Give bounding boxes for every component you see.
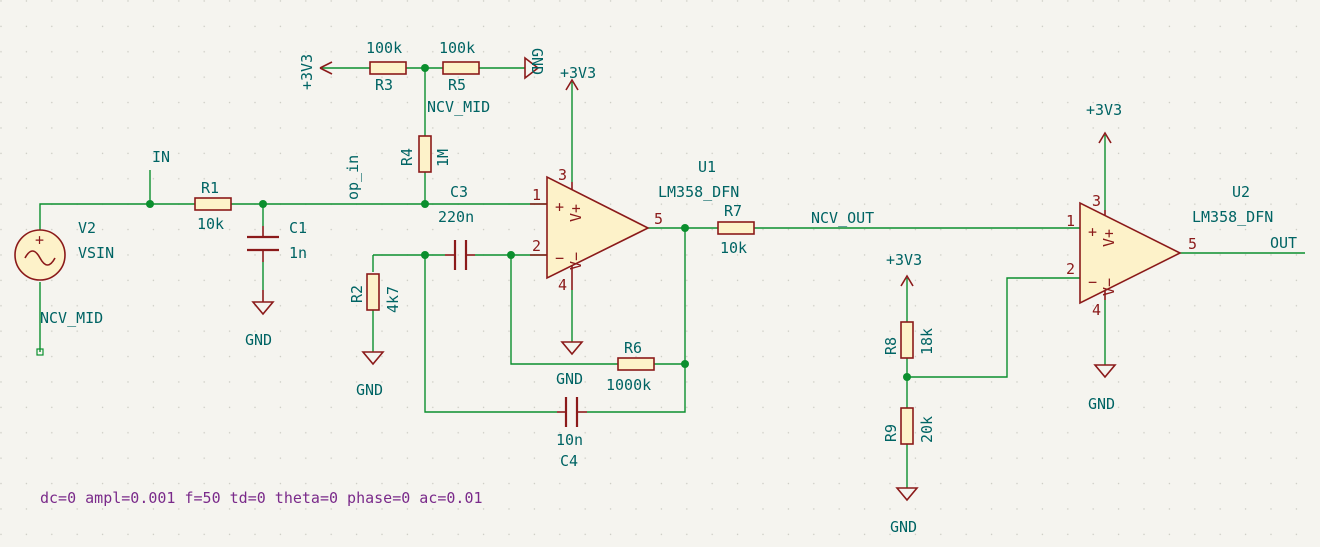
ref-c4: C4 xyxy=(560,452,578,470)
u2-pin3: 3 xyxy=(1092,192,1101,210)
capacitor-c4 xyxy=(557,397,587,427)
opamp-u1 xyxy=(530,175,650,290)
value-r4: 1M xyxy=(434,149,452,167)
power-arrow-3v3-r8 xyxy=(900,274,914,287)
ground-symbol-r2 xyxy=(361,351,385,366)
u1-pin1: 1 xyxy=(532,186,541,204)
resistor-r5 xyxy=(442,61,480,75)
u1-plus-sign: + xyxy=(555,198,564,216)
power-label-gnd-r5: GND xyxy=(528,48,546,75)
unconnected-pin-marker xyxy=(36,348,44,356)
net-label-ncv-mid-top: NCV_MID xyxy=(427,98,490,116)
u1-pin3: 3 xyxy=(558,166,567,184)
power-arrow-3v3-left xyxy=(319,61,333,75)
value-u1: LM358_DFN xyxy=(658,183,739,201)
ref-u1: U1 xyxy=(698,158,716,176)
u1-minus-sign: − xyxy=(555,249,564,267)
value-c1: 1n xyxy=(289,244,307,262)
resistor-r9 xyxy=(900,407,914,445)
power-label-gnd-u2: GND xyxy=(1088,395,1115,413)
sim-directive: dc=0 ampl=0.001 f=50 td=0 theta=0 phase=… xyxy=(40,489,483,507)
ref-r2: R2 xyxy=(348,285,366,303)
u1-vminus-text: V− xyxy=(567,252,585,270)
value-r2: 4k7 xyxy=(384,286,402,313)
value-r8: 18k xyxy=(918,328,936,355)
ref-c3: C3 xyxy=(450,183,468,201)
value-c4: 10n xyxy=(556,431,583,449)
resistor-r2 xyxy=(366,273,380,311)
resistor-r6 xyxy=(617,357,655,371)
value-u2: LM358_DFN xyxy=(1192,208,1273,226)
power-label-gnd-r9: GND xyxy=(890,518,917,536)
u1-vplus-text: V+ xyxy=(567,204,585,222)
u2-minus-sign: − xyxy=(1088,273,1097,291)
value-r9: 20k xyxy=(918,416,936,443)
source-v2: + xyxy=(14,229,66,281)
value-r5: 100k xyxy=(439,39,475,57)
u2-pin1: 1 xyxy=(1066,212,1075,230)
ref-u2: U2 xyxy=(1232,183,1250,201)
ref-r1: R1 xyxy=(201,179,219,197)
value-c3: 220n xyxy=(438,208,474,226)
value-r3: 100k xyxy=(366,39,402,57)
power-label-3v3-u1: +3V3 xyxy=(560,64,596,82)
power-label-gnd-r2: GND xyxy=(356,381,383,399)
ground-symbol-u2 xyxy=(1093,364,1117,379)
u2-vplus-text: V+ xyxy=(1100,229,1118,247)
ref-r4: R4 xyxy=(398,148,416,166)
ref-v2: V2 xyxy=(78,219,96,237)
ref-r7: R7 xyxy=(724,202,742,220)
resistor-r4 xyxy=(418,135,432,173)
value-r7: 10k xyxy=(720,239,747,257)
opamp-u2 xyxy=(1079,201,1182,305)
value-r1: 10k xyxy=(197,215,224,233)
ref-c1: C1 xyxy=(289,219,307,237)
ground-symbol-u1 xyxy=(560,341,584,356)
net-label-out: OUT xyxy=(1270,234,1297,252)
power-label-gnd-c1: GND xyxy=(245,331,272,349)
power-label-gnd-u1: GND xyxy=(556,370,583,388)
u2-pin4: 4 xyxy=(1092,301,1101,319)
ref-r6: R6 xyxy=(624,339,642,357)
ground-symbol-r9 xyxy=(895,487,919,502)
u1-pin4: 4 xyxy=(558,276,567,294)
u2-plus-sign: + xyxy=(1088,223,1097,241)
power-label-3v3-left: +3V3 xyxy=(298,54,316,90)
junctions xyxy=(146,64,911,381)
u1-pin5: 5 xyxy=(654,210,663,228)
power-arrow-3v3-u1 xyxy=(565,78,579,91)
u1-pin2: 2 xyxy=(532,237,541,255)
net-label-in: IN xyxy=(152,148,170,166)
u2-pin2: 2 xyxy=(1066,260,1075,278)
value-v2: VSIN xyxy=(78,244,114,262)
ground-symbol-r5 xyxy=(524,56,540,80)
net-label-ncv-out: NCV_OUT xyxy=(811,209,874,227)
resistor-r8 xyxy=(900,321,914,359)
power-arrow-3v3-u2 xyxy=(1098,131,1112,144)
resistor-r3 xyxy=(369,61,407,75)
ref-r3: R3 xyxy=(375,76,393,94)
net-label-ncv-mid-source: NCV_MID xyxy=(40,309,103,327)
value-r6: 1000k xyxy=(606,376,651,394)
capacitor-c3 xyxy=(445,240,475,270)
capacitor-c1 xyxy=(247,226,279,262)
u2-vminus-text: V− xyxy=(1100,278,1118,296)
ref-r5: R5 xyxy=(448,76,466,94)
power-label-3v3-r8: +3V3 xyxy=(886,251,922,269)
source-plus-sign: + xyxy=(35,231,44,249)
ref-r9: R9 xyxy=(882,424,900,442)
power-label-3v3-u2: +3V3 xyxy=(1086,101,1122,119)
resistor-r1 xyxy=(194,197,232,211)
u2-pin5: 5 xyxy=(1188,235,1197,253)
resistor-r7 xyxy=(717,221,755,235)
ref-r8: R8 xyxy=(882,337,900,355)
net-label-op-in: op_in xyxy=(344,155,362,200)
ground-symbol-c1 xyxy=(251,290,275,316)
